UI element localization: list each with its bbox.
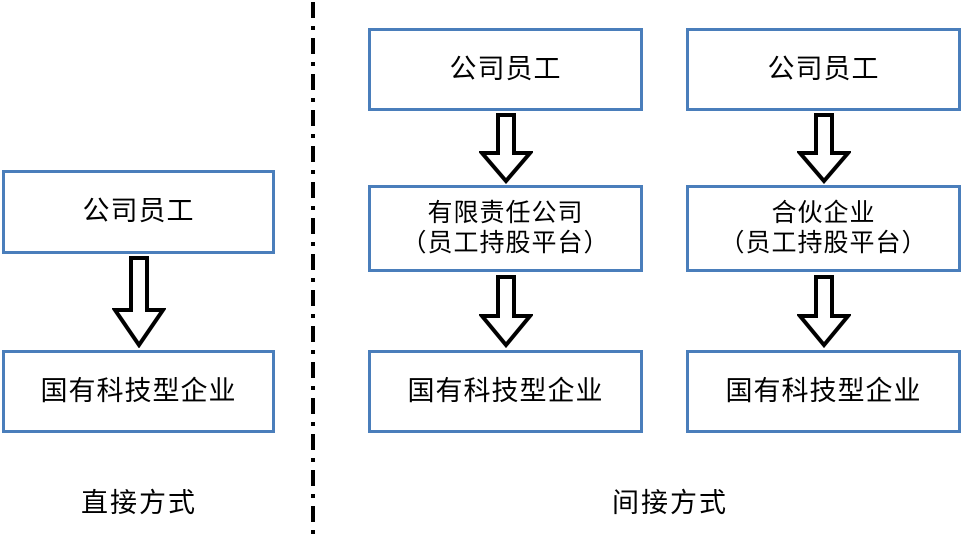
node-partnership-employee[interactable]: 公司员工 [686, 28, 961, 111]
arrow-down-llc-2 [479, 275, 533, 348]
node-llc-employee[interactable]: 公司员工 [368, 28, 643, 111]
node-left-enterprise[interactable]: 国有科技型企业 [2, 350, 275, 433]
arrow-down-partnership-1 [797, 113, 851, 184]
divider-line [311, 2, 315, 535]
section-label-direct: 直接方式 [81, 488, 197, 518]
arrow-down-left-1 [112, 256, 166, 348]
arrow-down-llc-1 [479, 113, 533, 184]
node-llc-enterprise[interactable]: 国有科技型企业 [368, 350, 643, 433]
arrow-down-partnership-2 [797, 275, 851, 348]
section-label-indirect: 间接方式 [612, 488, 728, 518]
node-left-employee[interactable]: 公司员工 [2, 170, 275, 254]
node-llc-platform[interactable]: 有限责任公司 （员工持股平台） [368, 185, 643, 272]
node-partnership-platform[interactable]: 合伙企业 （员工持股平台） [686, 185, 961, 272]
node-partnership-enterprise[interactable]: 国有科技型企业 [686, 350, 961, 433]
